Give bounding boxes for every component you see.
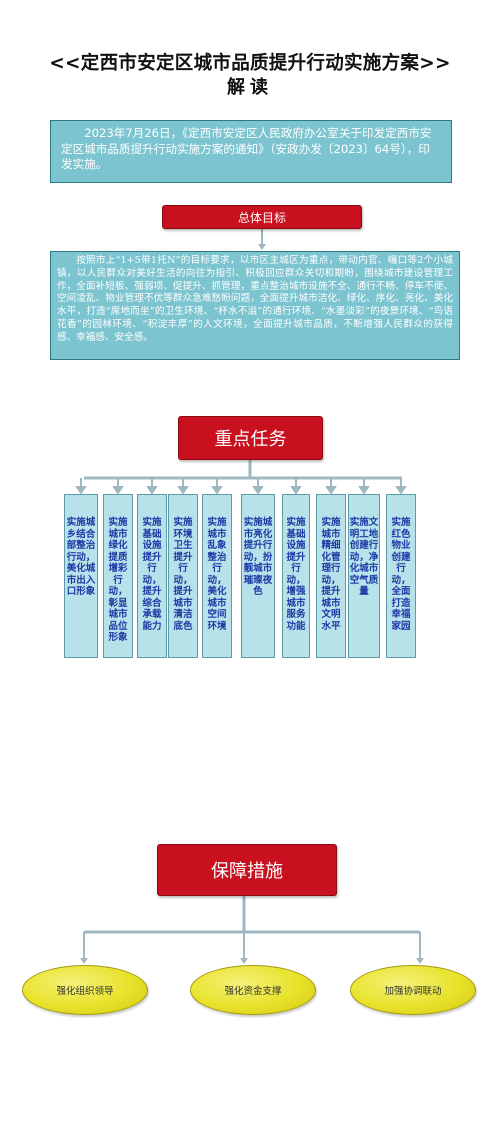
page-title-line2: 解读 bbox=[227, 77, 273, 98]
task-item: 实施基础设施提升行动，提升综合承载能力 bbox=[137, 494, 167, 658]
task-item: 实施城市精细化管理行动，提升城市文明水平 bbox=[316, 494, 346, 658]
guarantees-heading: 保障措施 bbox=[157, 844, 337, 896]
task-item: 实施城乡结合部整治行动，美化城市出入口形象 bbox=[64, 494, 98, 658]
guarantee-item: 加强协调联动 bbox=[350, 965, 476, 1015]
tasks-heading: 重点任务 bbox=[178, 416, 323, 460]
intro-box: 2023年7月26日，《定西市安定区人民政府办公室关于印发定西市安定区城市品质提… bbox=[50, 120, 452, 183]
guarantee-item: 强化组织领导 bbox=[22, 965, 148, 1015]
task-item: 实施基础设施提升行动，增强城市服务功能 bbox=[282, 494, 310, 658]
task-item: 实施文明工地创建行动，净化城市空气质量 bbox=[348, 494, 380, 658]
page-title-line1: <<定西市安定区城市品质提升行动实施方案>> bbox=[49, 53, 451, 74]
goal-heading: 总体目标 bbox=[162, 205, 362, 229]
task-item: 实施红色物业创建行动，全面打造幸福家园 bbox=[386, 494, 416, 658]
goal-text-box: 按照市上“1+5带1托N”的目标要求，以市区主城区为重点，带动内官、巉口等2个小… bbox=[50, 251, 460, 360]
page-title: <<定西市安定区城市品质提升行动实施方案>> 解读 bbox=[0, 52, 500, 100]
task-item: 实施城市绿化提质增彩行动，彰显城市品位形象 bbox=[103, 494, 133, 658]
guarantee-item: 强化资金支撑 bbox=[190, 965, 316, 1015]
task-item: 实施环境卫生提升行动，提升城市清洁底色 bbox=[168, 494, 198, 658]
task-item: 实施城市亮化提升行动，扮靓城市璀璨夜色 bbox=[241, 494, 275, 658]
task-item: 实施城市乱象整治行动，美化城市空间环境 bbox=[202, 494, 232, 658]
